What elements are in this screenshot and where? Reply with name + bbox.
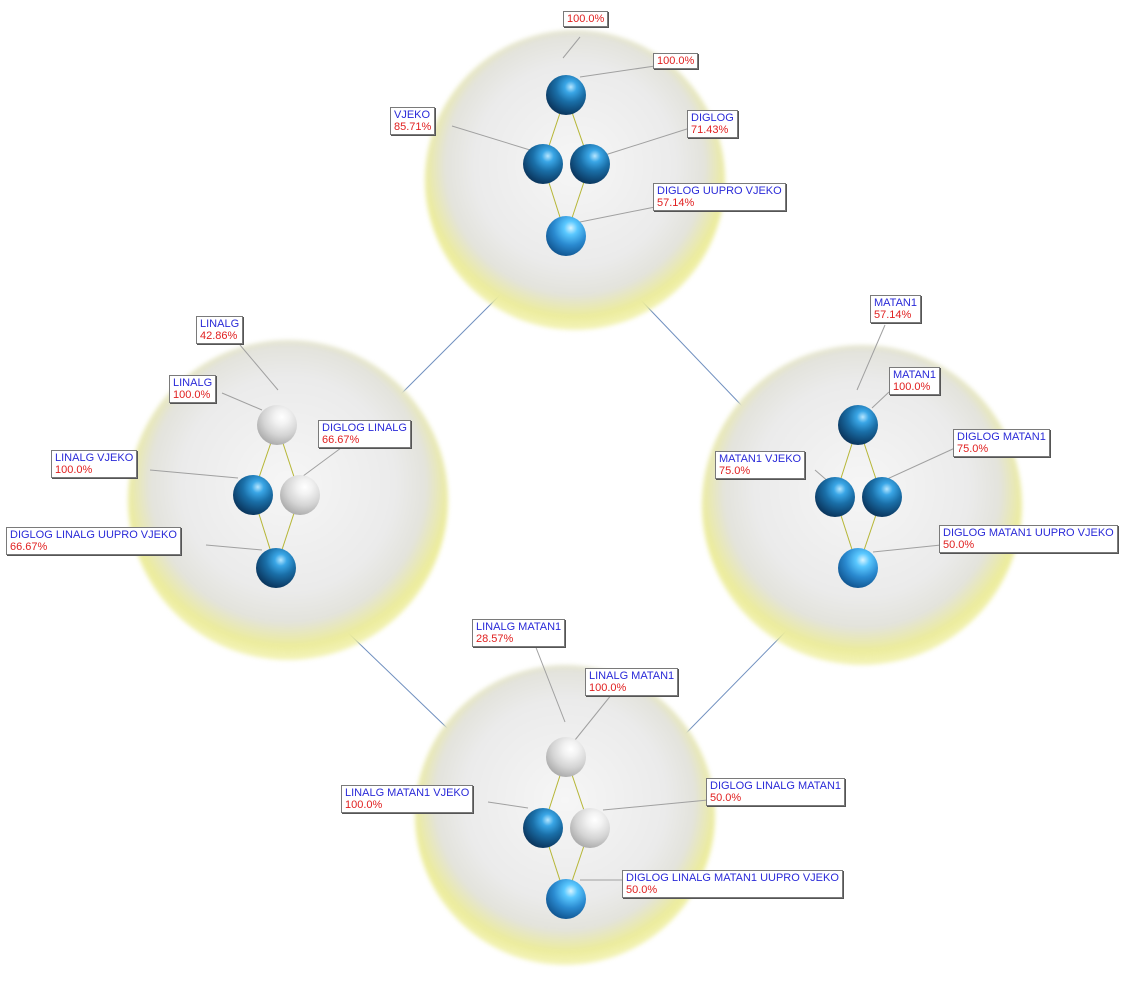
node-bottom-4[interactable]	[546, 879, 586, 919]
node-left-1[interactable]	[257, 405, 297, 445]
node-bottom-2[interactable]	[523, 808, 563, 848]
leader-left-1	[239, 344, 279, 391]
node-top-2[interactable]	[523, 144, 563, 184]
leader-bottom-1	[534, 644, 566, 723]
node-right-2[interactable]	[815, 477, 855, 517]
leader-left-5	[205, 544, 263, 551]
leader-top-4	[604, 127, 691, 156]
node-left-2[interactable]	[233, 475, 273, 515]
leader-bottom-3	[487, 801, 529, 809]
leader-right-5	[872, 544, 942, 553]
label-top-1: 100.0%	[563, 11, 609, 27]
node-right-4[interactable]	[838, 548, 878, 588]
node-top-4[interactable]	[546, 216, 586, 256]
label-top-2: 100.0%	[653, 53, 699, 69]
node-left-4[interactable]	[256, 548, 296, 588]
node-bottom-3[interactable]	[570, 808, 610, 848]
leader-right-1	[856, 324, 886, 391]
node-right-3[interactable]	[862, 477, 902, 517]
leader-top-3	[451, 125, 531, 151]
node-right-1[interactable]	[838, 405, 878, 445]
leader-right-3	[884, 447, 956, 481]
leader-left-2	[221, 392, 263, 411]
leader-left-4	[149, 469, 239, 479]
leader-top-1	[562, 36, 581, 59]
node-top-1[interactable]	[546, 75, 586, 115]
cluster-right-background	[702, 345, 1022, 665]
leader-top-2	[579, 65, 656, 78]
node-left-3[interactable]	[280, 475, 320, 515]
leader-bottom-2	[574, 693, 613, 741]
node-top-3[interactable]	[570, 144, 610, 184]
leader-top-5	[579, 206, 656, 223]
leader-right-2	[871, 391, 890, 409]
leader-bottom-4	[602, 799, 709, 811]
node-bottom-1[interactable]	[546, 737, 586, 777]
